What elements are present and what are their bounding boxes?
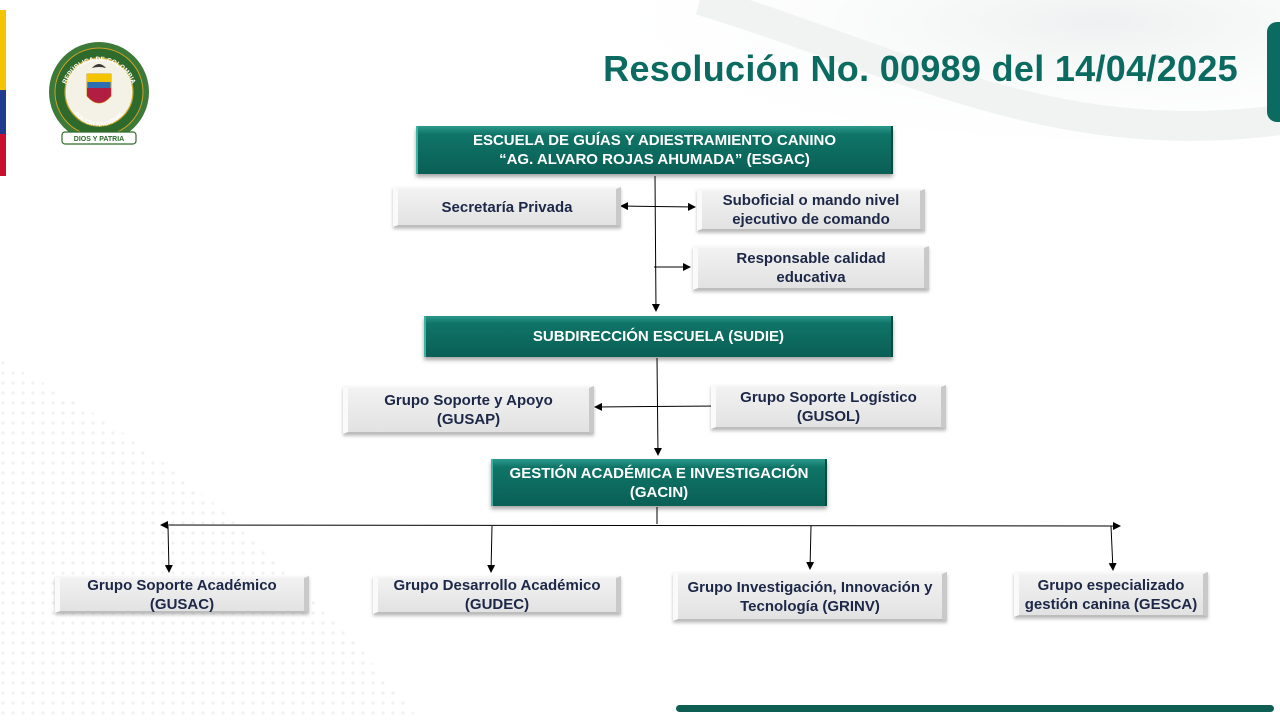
- svg-text:DIOS Y PATRIA: DIOS Y PATRIA: [74, 136, 124, 143]
- org-box-secretaria: Secretaría Privada: [393, 187, 621, 227]
- box-line: Secretaría Privada: [441, 198, 573, 216]
- org-box-gudec: Grupo Desarrollo Académico (GUDEC): [373, 576, 621, 614]
- connector-horizontal-bus: [160, 521, 1121, 530]
- org-box-esgac: ESCUELA DE GUÍAS Y ADIESTRAMIENTO CANINO…: [416, 126, 893, 174]
- connector-to-gudec: [487, 525, 496, 573]
- box-line: Grupo especializado: [1037, 576, 1185, 594]
- corner-tab: [1267, 22, 1280, 122]
- box-line: gestión canina (GESCA): [1024, 595, 1198, 613]
- org-box-suboficial: Suboficial o mando nivel ejecutivo de co…: [697, 189, 925, 231]
- box-line: (GACIN): [629, 483, 689, 501]
- org-box-gusac: Grupo Soporte Académico (GUSAC): [55, 576, 309, 613]
- page-title: Resolución No. 00989 del 14/04/2025: [603, 48, 1238, 89]
- org-box-gacin: GESTIÓN ACADÉMICA E INVESTIGACIÓN (GACIN…: [491, 459, 827, 506]
- box-line: (GUDEC): [464, 596, 530, 613]
- org-box-gusol: Grupo Soporte Logístico (GUSOL): [711, 385, 946, 429]
- org-box-gusap: Grupo Soporte y Apoyo (GUSAP): [343, 386, 594, 434]
- connector-to-grinv: [806, 525, 815, 570]
- box-line: GESTIÓN ACADÉMICA E INVESTIGACIÓN: [509, 464, 809, 482]
- box-line: (GUSAC): [149, 595, 215, 613]
- connector-to-gusac: [164, 525, 173, 573]
- box-line: Suboficial o mando nivel: [722, 192, 900, 209]
- box-line: (GUSOL): [796, 408, 861, 425]
- flag-stripe-yellow: [0, 10, 6, 90]
- connector-secretaria-suboficial: [620, 202, 696, 211]
- org-box-gesca: Grupo especializado gestión canina (GESC…: [1014, 572, 1208, 617]
- org-box-grinv: Grupo Investigación, Innovación y Tecnol…: [673, 572, 947, 621]
- flag-stripe-blue: [0, 90, 6, 134]
- box-line: Grupo Soporte Logístico: [740, 389, 917, 406]
- box-line: (GUSAP): [436, 411, 501, 428]
- org-box-calidad: Responsable calidad educativa: [693, 246, 929, 290]
- flag-stripe-red: [0, 134, 6, 176]
- connector-director-to-subdireccion: [651, 175, 660, 312]
- box-line: Grupo Soporte Académico: [87, 576, 277, 594]
- box-line: SUBDIRECCIÓN ESCUELA (SUDIE): [532, 328, 785, 345]
- police-shield-emblem-icon: REPÚBLICA DE COLOMBIA POLICÍA NACIONAL D…: [49, 42, 149, 145]
- box-line: “AG. ALVARO ROJAS AHUMADA” (ESGAC): [499, 151, 810, 168]
- box-line: Tecnología (GRINV): [740, 597, 880, 615]
- box-line: Responsable calidad: [736, 250, 886, 267]
- box-line: ejecutivo de comando: [732, 211, 890, 228]
- box-line: Grupo Soporte y Apoyo: [384, 392, 553, 409]
- box-line: educativa: [776, 269, 846, 286]
- box-line: Grupo Investigación, Innovación y: [687, 578, 933, 596]
- box-line: ESCUELA DE GUÍAS Y ADIESTRAMIENTO CANINO: [472, 132, 837, 149]
- connector-to-gesca: [1108, 525, 1117, 571]
- footer-bar: [676, 705, 1274, 712]
- box-line: Grupo Desarrollo Académico: [393, 577, 601, 594]
- org-box-sudie: SUBDIRECCIÓN ESCUELA (SUDIE): [424, 316, 893, 357]
- connector-gusap-gusol: [594, 402, 719, 411]
